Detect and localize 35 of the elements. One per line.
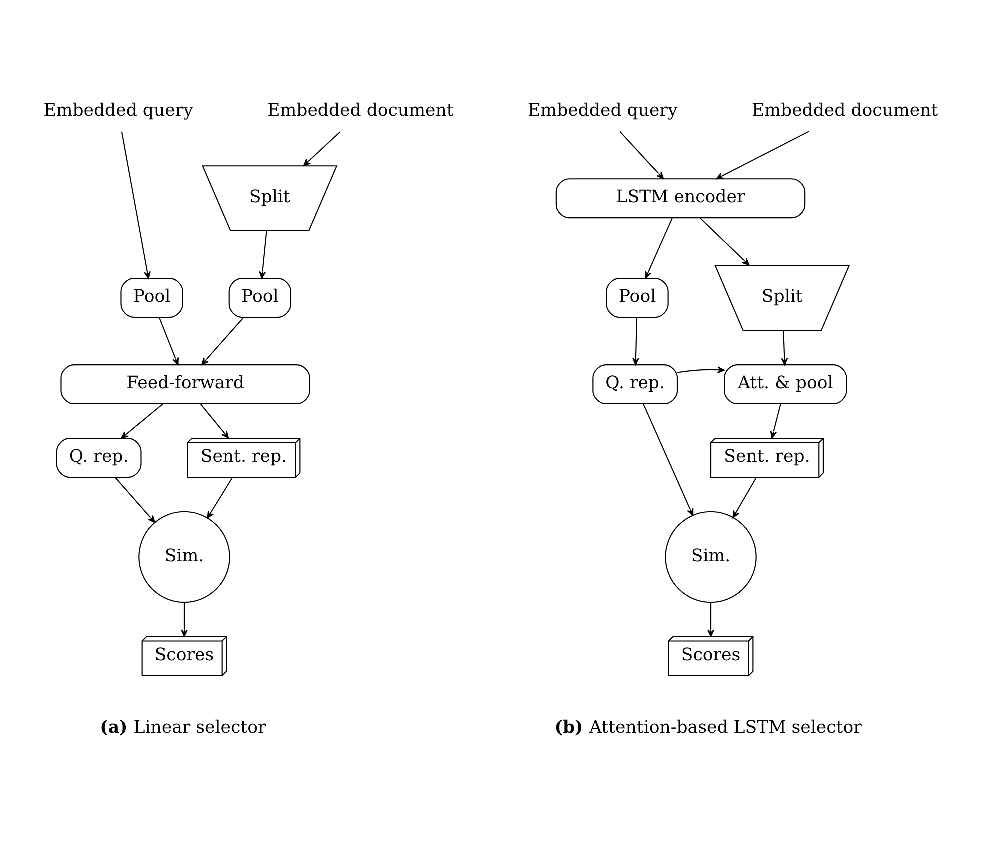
arrow — [645, 218, 673, 278]
node-box: Pool — [120, 278, 184, 318]
arrow — [643, 403, 694, 516]
node-box: LSTM encoder — [556, 178, 806, 218]
arrow — [259, 230, 268, 278]
arrow — [620, 131, 664, 179]
node-box: Pool — [606, 278, 669, 318]
node-box: Att. & pool — [724, 364, 848, 404]
node-box: Q. rep. — [592, 364, 678, 404]
arrow — [181, 602, 188, 637]
arrow — [207, 477, 233, 518]
arrow — [303, 130, 341, 166]
arrow — [202, 316, 244, 365]
arrow — [700, 218, 750, 266]
node-text: Embedded query — [44, 100, 194, 121]
arrow — [121, 131, 151, 279]
node-text: Embedded query — [528, 100, 678, 121]
arrow — [716, 130, 810, 180]
arrow — [781, 330, 788, 366]
arrow — [732, 477, 757, 518]
arrow — [770, 404, 782, 438]
arrow — [115, 477, 156, 523]
arrow — [708, 602, 714, 637]
arrow — [632, 317, 640, 365]
node-box: Q. rep. — [56, 438, 142, 478]
arrow — [678, 366, 725, 374]
arrow — [200, 404, 230, 438]
arrow — [158, 317, 179, 365]
arrow — [121, 403, 164, 438]
node-box: Pool — [228, 278, 292, 318]
node-text: Embedded document — [268, 100, 454, 121]
label: (a) Linear selector — [100, 717, 266, 738]
label: (b) Attention-based LSTM selector — [554, 717, 862, 738]
node-box: Feed-forward — [60, 364, 310, 404]
node-text: Embedded document — [752, 100, 938, 121]
